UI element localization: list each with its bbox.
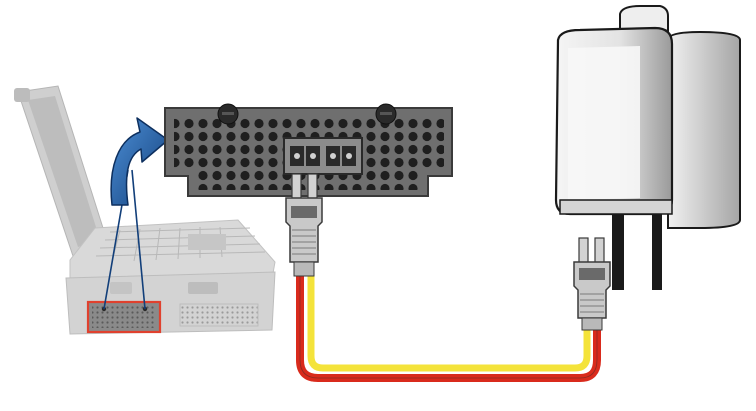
connector-left-latch-a [292,174,301,200]
laptop-front-slot-2 [110,282,132,294]
laptop-front-grille [180,304,258,326]
connector-right-latch-a [579,238,588,264]
connector-left-boot [294,262,314,276]
laptop-lid-bumper [14,88,30,102]
radio-base-plate [560,200,672,214]
fiber-yellow-strand [311,272,587,368]
connector-left-latch-b [308,174,317,200]
radio-rear-unit [668,32,740,228]
laptop-front-slot [188,282,218,294]
curved-arrow-icon [111,118,168,205]
curved-arrow-body [111,118,168,205]
module-screw-right-slot [380,112,392,115]
connector-right-boot [582,318,602,330]
connector-right-latch-b [595,238,604,264]
fiber-patch-cable-icon [300,272,597,378]
lc-duplex-connector-right [574,238,610,330]
module-screw-left-slot [222,112,234,115]
fiber-red-strand [300,272,597,378]
radio-front-panel [568,46,640,200]
laptop-touchpad [188,234,226,250]
